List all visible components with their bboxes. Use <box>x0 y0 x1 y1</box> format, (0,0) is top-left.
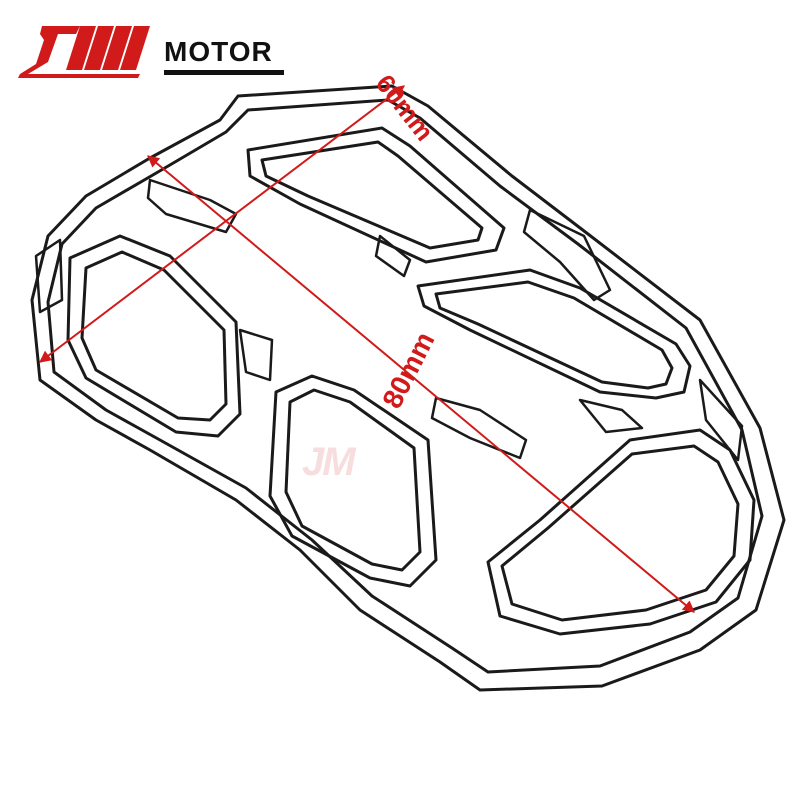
brand-underline <box>164 70 284 75</box>
brand-name: MOTOR <box>164 36 273 67</box>
length-dimension-arrow <box>147 155 695 613</box>
brand-logo: MOTOR <box>18 22 284 78</box>
watermark: JM <box>302 440 356 484</box>
brand-mark-icon <box>18 26 150 78</box>
dimension-arrows <box>39 85 695 613</box>
width-dimension-arrow <box>39 85 405 363</box>
